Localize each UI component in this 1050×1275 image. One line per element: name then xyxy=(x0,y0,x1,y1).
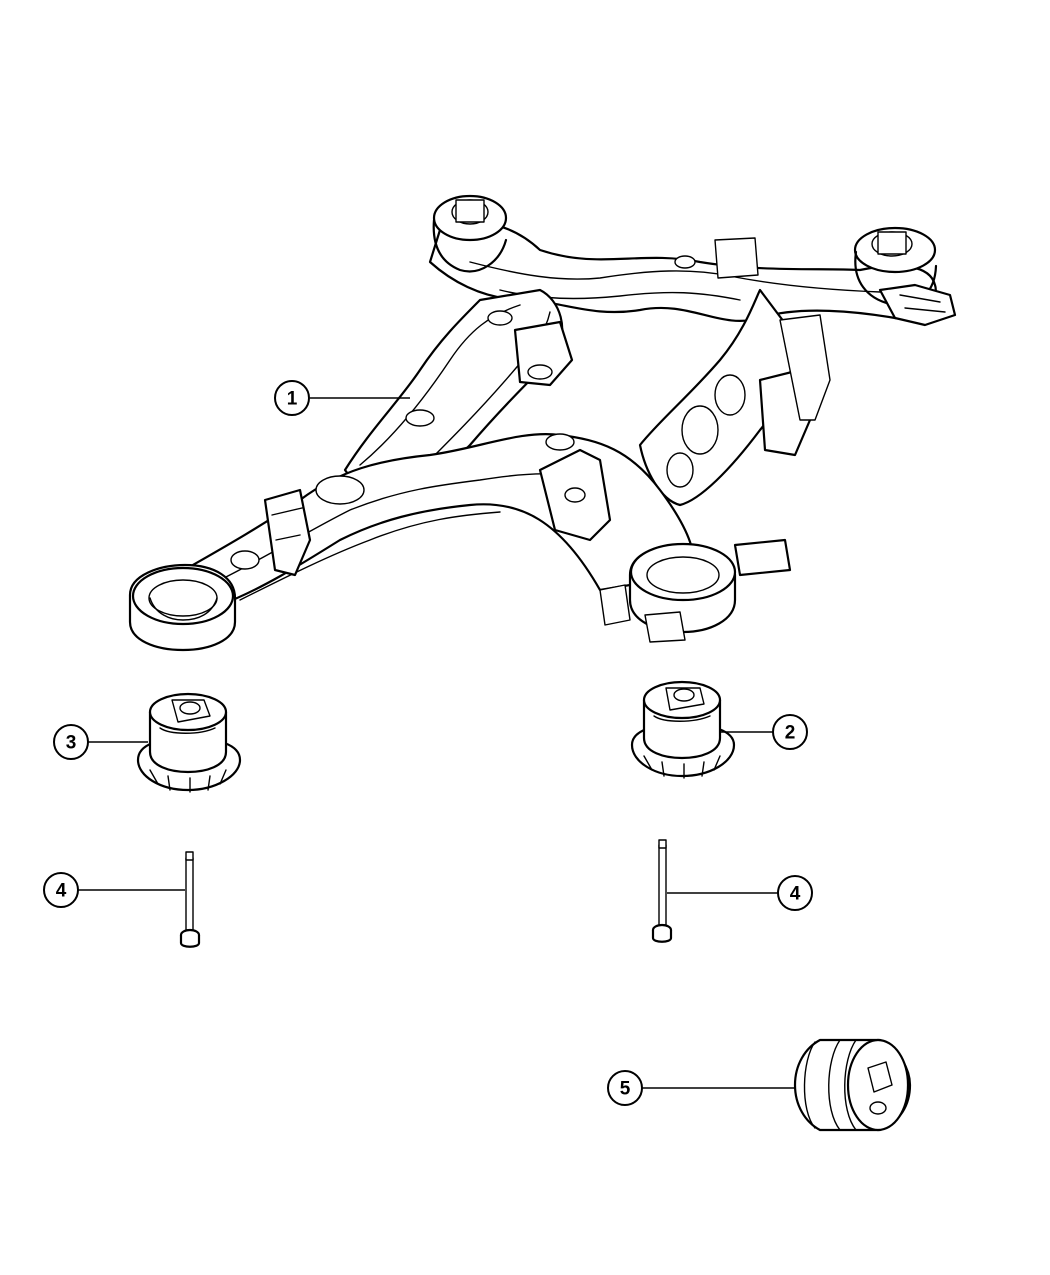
callout-4-right: 4 xyxy=(667,875,813,911)
callout-4-right-label: 4 xyxy=(790,884,801,905)
subframe-bolt-left xyxy=(179,851,201,948)
subframe-bolt-right xyxy=(651,839,673,943)
crossmember-subframe xyxy=(128,194,957,652)
callout-2-label: 2 xyxy=(785,723,796,744)
callout-3: 3 xyxy=(53,724,148,760)
callout-4-left: 4 xyxy=(43,872,185,908)
callout-1-label: 1 xyxy=(287,389,298,410)
callout-4-left-label: 4 xyxy=(56,881,67,902)
callout-2: 2 xyxy=(720,714,808,750)
cylindrical-bushing xyxy=(793,1038,912,1132)
callout-5-label: 5 xyxy=(620,1079,631,1100)
callout-5: 5 xyxy=(607,1070,795,1106)
subframe-bushing-left xyxy=(136,692,242,793)
subframe-bushing-right xyxy=(630,680,736,779)
callout-3-label: 3 xyxy=(66,733,77,754)
callout-1: 1 xyxy=(274,380,410,416)
